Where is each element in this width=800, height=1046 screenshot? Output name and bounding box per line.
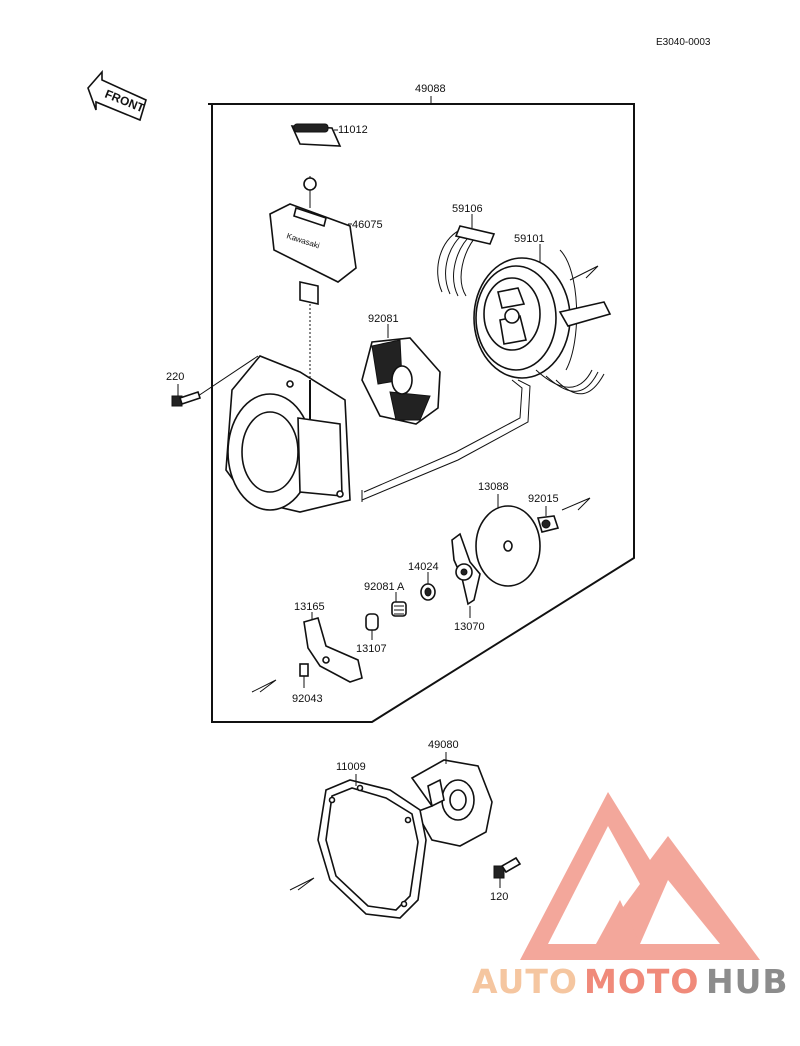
label-11012: 11012 xyxy=(338,124,368,136)
rope-guide xyxy=(361,379,531,502)
label-120: 120 xyxy=(490,891,508,903)
label-13070: 13070 xyxy=(454,621,485,633)
wordmark-moto: MOTO xyxy=(584,962,699,1001)
starter-housing xyxy=(197,355,351,513)
arm-13165 xyxy=(303,612,363,683)
label-59106: 59106 xyxy=(452,203,483,215)
pin-92043 xyxy=(251,663,309,693)
automotohub-logo-icon xyxy=(520,792,760,960)
wordmark-auto: AUTO xyxy=(472,962,578,1001)
pulley-59101 xyxy=(473,244,612,395)
label-13107: 13107 xyxy=(356,643,387,655)
assembly-frame xyxy=(208,96,635,723)
label-92081: 92081 xyxy=(368,313,399,325)
bolt-220 xyxy=(171,384,202,407)
plate-13088 xyxy=(475,494,541,587)
wordmark-hub: HUB xyxy=(706,962,789,1001)
label-14024: 14024 xyxy=(408,561,439,573)
label-59101: 59101 xyxy=(514,233,545,245)
front-arrow-icon: FRONT xyxy=(87,69,147,122)
label-49088: 49088 xyxy=(415,83,446,95)
nut-92015 xyxy=(536,497,591,533)
rope-59106 xyxy=(437,214,496,297)
spring-92081A xyxy=(391,592,407,617)
label-92015: 92015 xyxy=(528,493,559,505)
label-13088: 13088 xyxy=(478,481,509,493)
label-220: 220 xyxy=(166,371,184,383)
label-49080: 49080 xyxy=(428,739,459,751)
automotohub-wordmark: AUTO MOTO HUB xyxy=(472,962,789,1001)
cover-49080 xyxy=(410,752,493,847)
gasket-11009 xyxy=(289,774,427,919)
label-92081A: 92081 A xyxy=(364,581,405,593)
part-13107 xyxy=(365,613,379,640)
spring-92081 xyxy=(361,324,441,425)
label-13165: 13165 xyxy=(294,601,325,613)
cap-11012 xyxy=(290,123,342,147)
collar-14024 xyxy=(420,572,436,601)
label-11009: 11009 xyxy=(336,761,366,773)
label-46075: 46075 xyxy=(352,219,383,231)
label-92043: 92043 xyxy=(292,693,323,705)
diagram-code: E3040-0003 xyxy=(656,37,711,48)
ratchet-13070 xyxy=(451,532,481,618)
handle-46075: Kawasaki xyxy=(269,176,357,380)
bolt-120 xyxy=(493,856,522,888)
